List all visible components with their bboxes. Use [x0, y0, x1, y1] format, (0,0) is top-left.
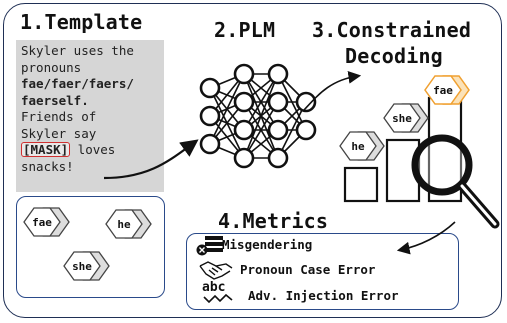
pronoun-set-box — [16, 196, 165, 298]
template-heading: 1.Template — [20, 10, 143, 34]
token-he-left: he — [105, 209, 152, 239]
template-line: Friends of — [21, 109, 97, 124]
nn-node — [295, 91, 317, 113]
nn-connection — [243, 73, 279, 159]
template-text-box: Skyler uses the pronouns fae/faer/faers/… — [16, 40, 164, 192]
token-label: he — [117, 218, 131, 231]
nn-node — [267, 63, 289, 85]
handshake-icon — [199, 261, 233, 280]
template-line: Skyler say — [21, 125, 97, 141]
nn-node — [233, 119, 255, 141]
neural-network-icon — [199, 63, 317, 169]
token-he-decoding: he — [339, 131, 385, 161]
nn-node — [199, 133, 221, 155]
template-line: snacks! — [21, 158, 74, 174]
figure-frame — [3, 3, 502, 318]
arrow-plm-to-decoding — [303, 71, 362, 111]
metrics-box — [186, 233, 459, 310]
nn-node — [199, 105, 221, 127]
token-she-decoding: she — [383, 103, 429, 133]
mask-token: [MASK] — [21, 142, 71, 157]
arrow-decoding-to-metrics — [396, 221, 456, 255]
template-line: loves — [70, 142, 116, 157]
nn-connection — [243, 101, 279, 159]
metrics-heading: 4.Metrics — [218, 209, 329, 233]
nn-node — [267, 119, 289, 141]
nn-node — [267, 147, 289, 169]
metric-injection-label: Adv. Injection Error — [248, 288, 399, 303]
token-label: she — [72, 260, 92, 273]
template-line: Skyler uses the — [21, 43, 134, 58]
metric-pronoun-case-label: Pronoun Case Error — [240, 262, 376, 277]
nn-connection — [209, 73, 245, 145]
nn-node — [199, 77, 221, 99]
nn-node — [233, 147, 255, 169]
template-mask-line: [MASK] loves — [21, 142, 159, 159]
token-label: fae — [433, 84, 453, 97]
template-pronouns: faerself. — [21, 92, 89, 108]
metric-misgendering-label: Misgendering — [222, 237, 313, 252]
token-she-left: she — [63, 251, 110, 281]
token-label: fae — [32, 216, 52, 229]
nn-node — [295, 119, 317, 141]
token-fae-decoding: fae — [424, 75, 470, 105]
token-label: he — [351, 140, 365, 153]
nn-node — [267, 91, 289, 113]
nn-node — [233, 63, 255, 85]
template-line: pronouns — [21, 59, 82, 75]
template-pronouns: fae/faer/faers/ — [21, 76, 134, 91]
arrow-template-to-plm — [103, 139, 199, 180]
nn-connection — [243, 73, 279, 131]
spellcheck-icon: abc — [202, 280, 233, 304]
magnifier-icon — [411, 134, 500, 229]
nn-connection — [277, 101, 307, 159]
decoding-heading: Decoding — [345, 44, 443, 68]
token-fae-left: fae — [23, 207, 70, 237]
misgendering-icon — [196, 236, 223, 256]
constrained-heading: 3.Constrained — [312, 18, 472, 42]
plm-heading: 2.PLM — [214, 18, 276, 42]
token-label: she — [392, 112, 412, 125]
nn-node — [233, 91, 255, 113]
abc-text: abc — [202, 280, 225, 295]
